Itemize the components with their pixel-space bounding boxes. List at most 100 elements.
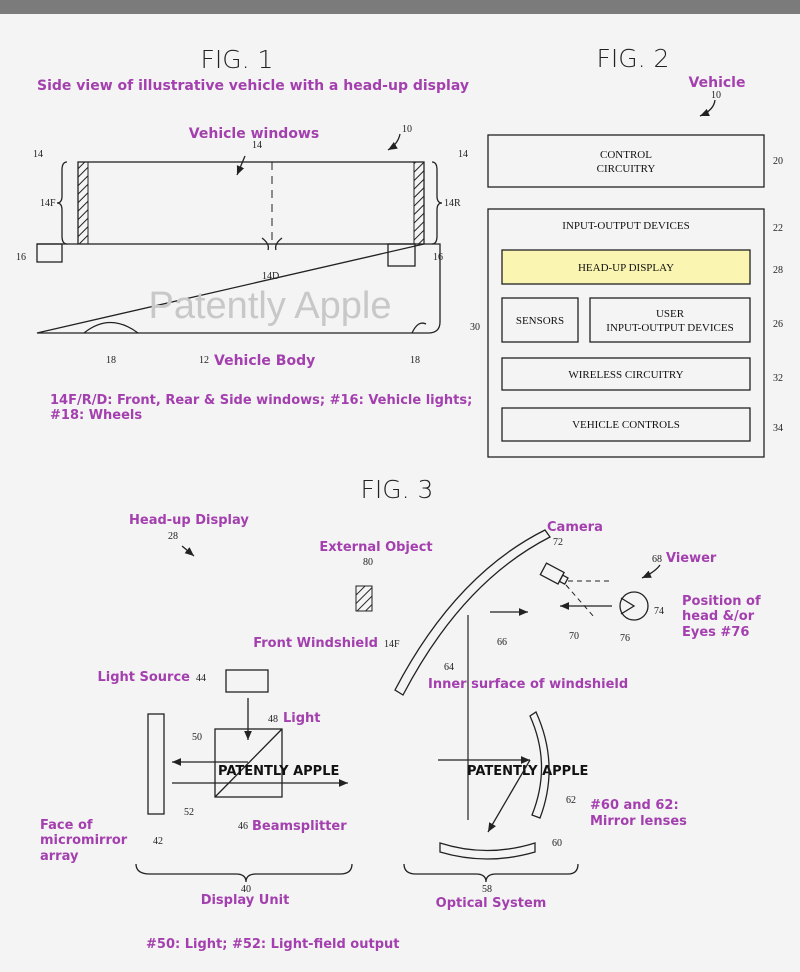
ref-14: 14 bbox=[252, 140, 262, 151]
ref-40: 40 bbox=[241, 884, 251, 895]
beamsplitter-label: Beamsplitter bbox=[252, 819, 347, 834]
ref-52: 52 bbox=[184, 807, 194, 818]
ref-14f: 14F bbox=[384, 639, 400, 650]
display-unit-label: Display Unit bbox=[201, 893, 290, 908]
ref-30: 30 bbox=[470, 322, 480, 333]
ref-42: 42 bbox=[153, 836, 163, 847]
beamsplitter bbox=[214, 728, 283, 798]
ref-18: 18 bbox=[410, 355, 420, 366]
fig1-note-line1: 14F/R/D: Front, Rear & Side windows; #16… bbox=[50, 393, 472, 408]
inner-surface-label: Inner surface of windshield bbox=[428, 677, 628, 692]
ref-62: 62 bbox=[566, 795, 576, 806]
ref-18: 18 bbox=[106, 355, 116, 366]
camera-icon bbox=[539, 562, 569, 586]
front-light bbox=[36, 243, 63, 263]
vehicle-controls-box bbox=[501, 407, 751, 442]
rear-window bbox=[413, 161, 425, 245]
rear-window-brace bbox=[431, 161, 443, 245]
ref-28: 28 bbox=[773, 265, 783, 276]
ref-12: 12 bbox=[199, 355, 209, 366]
ref-64: 64 bbox=[444, 662, 454, 673]
fig3-title: FIG. 3 bbox=[361, 475, 434, 504]
mirror-lenses-label: Mirror lenses bbox=[590, 814, 687, 829]
vehicle-windows bbox=[77, 161, 425, 245]
fig3-footnote: #50: Light; #52: Light-field output bbox=[146, 937, 399, 952]
user-io-label: USER bbox=[656, 308, 685, 320]
watermark: Patently Apple bbox=[149, 285, 392, 327]
optical-system-label: Optical System bbox=[436, 896, 547, 911]
front-wheel bbox=[83, 321, 139, 334]
ref-32: 32 bbox=[773, 373, 783, 384]
ref-14r: 14R bbox=[444, 198, 461, 209]
viewer-label: Viewer bbox=[666, 551, 717, 566]
fig3: FIG. 3 Head-up Display 28 External Objec… bbox=[40, 475, 761, 952]
vehicle-windows-label: Vehicle windows bbox=[189, 126, 319, 142]
display-unit-brace bbox=[135, 863, 353, 883]
eye-icon bbox=[620, 597, 636, 615]
ref-48: 48 bbox=[268, 714, 278, 725]
watermark-left: PATENTLY APPLE bbox=[218, 764, 339, 779]
ref-14: 14 bbox=[33, 149, 43, 160]
ref-72: 72 bbox=[553, 537, 563, 548]
top-bar bbox=[0, 0, 800, 14]
ref-74: 74 bbox=[654, 606, 664, 617]
ref-22: 22 bbox=[773, 223, 783, 234]
micromirror-label: array bbox=[40, 849, 79, 864]
external-object bbox=[355, 585, 373, 612]
ref-16: 16 bbox=[433, 252, 443, 263]
optical-system-brace bbox=[403, 863, 579, 883]
sensors-box bbox=[501, 297, 579, 343]
user-io-label: INPUT-OUTPUT DEVICES bbox=[606, 322, 733, 334]
ref-70: 70 bbox=[569, 631, 579, 642]
ref-16: 16 bbox=[16, 252, 26, 263]
vehicle-body-label: Vehicle Body bbox=[214, 353, 315, 369]
ref-60: 60 bbox=[552, 838, 562, 849]
head-up-display-label: HEAD-UP DISPLAY bbox=[578, 262, 674, 274]
position-label: Position of bbox=[682, 594, 761, 609]
rear-light bbox=[387, 243, 416, 267]
mirror-lenses-label: #60 and 62: bbox=[590, 798, 679, 813]
ref-26: 26 bbox=[773, 319, 783, 330]
ref-20: 20 bbox=[773, 156, 783, 167]
ref-76: 76 bbox=[620, 633, 630, 644]
micromirror-array bbox=[147, 713, 165, 815]
viewer-head bbox=[619, 591, 649, 621]
ref-68: 68 bbox=[652, 554, 662, 565]
front-windshield bbox=[394, 529, 551, 696]
ref-28: 28 bbox=[168, 531, 178, 542]
ref-14f: 14F bbox=[40, 198, 56, 209]
micromirror-label: micromirror bbox=[40, 833, 128, 848]
user-io-box bbox=[589, 297, 751, 343]
position-label: head &/or bbox=[682, 609, 755, 624]
ref-14d: 14D bbox=[262, 271, 279, 282]
fig2-title: FIG. 2 bbox=[597, 44, 670, 73]
ref-14: 14 bbox=[458, 149, 468, 160]
position-label: Eyes #76 bbox=[682, 625, 749, 640]
fig1-note-line2: #18: Wheels bbox=[50, 408, 142, 423]
light-label: Light bbox=[283, 711, 321, 726]
front-windshield-label: Front Windshield bbox=[253, 636, 378, 651]
vehicle-label: Vehicle bbox=[689, 75, 746, 91]
ref-10: 10 bbox=[711, 90, 721, 101]
ref-50: 50 bbox=[192, 732, 202, 743]
head-up-display-box bbox=[501, 249, 751, 285]
control-circuitry-label: CIRCUITRY bbox=[597, 163, 656, 175]
fig2: FIG. 2 Vehicle 10 CONTROL CIRCUITRY 20 I… bbox=[470, 44, 783, 458]
micromirror-label: Face of bbox=[40, 818, 93, 833]
ref-44: 44 bbox=[196, 673, 206, 684]
camera-label: Camera bbox=[547, 520, 603, 535]
mirror-lens-62 bbox=[529, 711, 550, 819]
control-circuitry-box bbox=[487, 134, 765, 188]
front-window-brace bbox=[56, 161, 68, 245]
io-devices-label: INPUT-OUTPUT DEVICES bbox=[562, 220, 689, 232]
ref-34: 34 bbox=[773, 423, 783, 434]
light-source bbox=[225, 669, 269, 693]
ref-66: 66 bbox=[497, 637, 507, 648]
io-devices-box bbox=[487, 208, 765, 458]
fig1-subtitle: Side view of illustrative vehicle with a… bbox=[37, 78, 469, 94]
ref-80: 80 bbox=[363, 557, 373, 568]
control-circuitry-label: CONTROL bbox=[600, 149, 652, 161]
fig1-title: FIG. 1 bbox=[201, 45, 274, 74]
